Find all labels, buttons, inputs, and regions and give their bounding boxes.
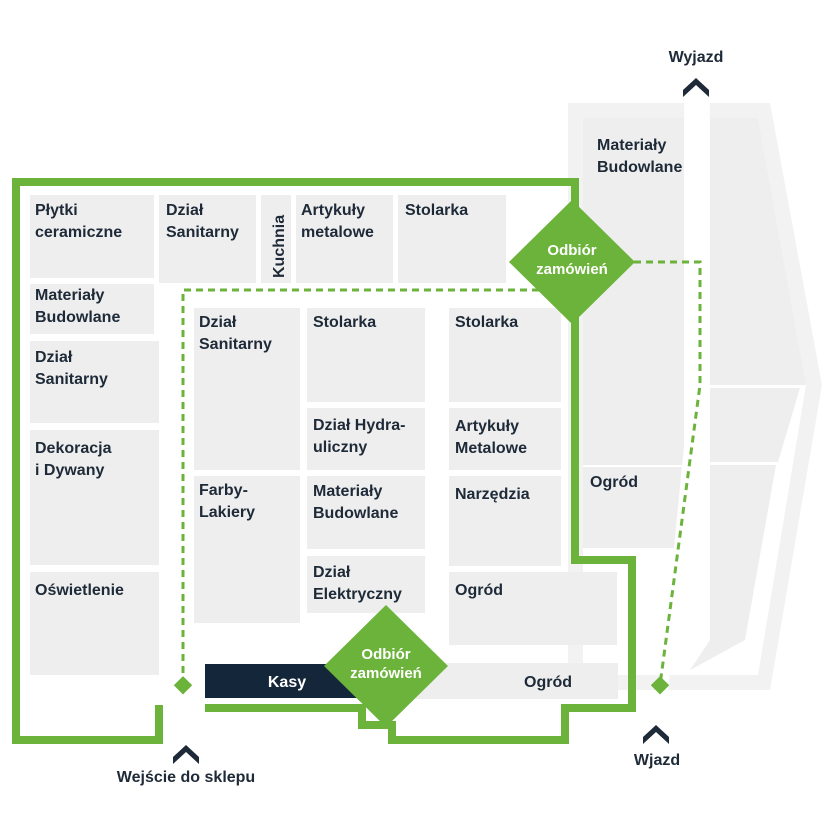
block-sanitary-left	[30, 341, 159, 423]
block-sanitary-mid	[194, 308, 300, 470]
block-sanitary-top	[159, 195, 256, 283]
exit-label: Wyjazd	[669, 49, 724, 66]
dept-garden-yard: Ogród	[590, 474, 638, 491]
customer-path-right	[610, 260, 702, 686]
dept-building-yard-line2: Budowlane	[597, 159, 682, 176]
block-paints	[194, 476, 300, 623]
dept-garden-mid: Ogród	[455, 582, 503, 599]
yard-zone-garden	[583, 467, 684, 548]
dept-tools: Narzędzia	[455, 486, 530, 503]
yard-zone-mid-right	[710, 388, 800, 462]
arrow-up-icon	[643, 725, 669, 744]
path-marker-icon	[650, 676, 670, 695]
checkout-label: Kasy	[268, 674, 306, 691]
dept-joinery-top: Stolarka	[405, 202, 468, 219]
block-kitchen	[261, 195, 291, 283]
dept-hydraulic-line2: uliczny	[313, 439, 367, 456]
path-marker-icon	[173, 676, 193, 695]
dept-metal-top-line2: metalowe	[301, 224, 374, 241]
dept-metal-right-line2: Metalowe	[455, 440, 527, 457]
block-metal-top	[296, 195, 393, 283]
dept-garden-bottom: Ogród	[524, 674, 572, 691]
dept-building-yard-line1: Materiały	[597, 137, 666, 154]
dept-paints-line2: Lakiery	[199, 504, 255, 521]
yard-zone-top-right	[710, 118, 806, 385]
block-decor	[30, 430, 159, 565]
block-hydraulic	[307, 408, 425, 470]
department-blocks	[30, 195, 618, 699]
block-lighting	[30, 572, 159, 675]
dept-building-left-line1: Materiały	[35, 287, 104, 304]
dept-electrical-line2: Elektryczny	[313, 586, 402, 603]
pickup-top-line2: zamówień	[536, 261, 608, 278]
dept-tiles-line2: ceramiczne	[35, 224, 122, 241]
dept-kitchen: Kuchnia	[271, 215, 288, 278]
dept-metal-top-line1: Artykuły	[301, 202, 365, 219]
dept-metal-right-line1: Artykuły	[455, 418, 519, 435]
dept-sanitary-top-line1: Dział	[166, 202, 204, 219]
dept-building-mid-line1: Materiały	[313, 483, 382, 500]
dept-decor-line1: Dekoracja	[35, 440, 112, 457]
dept-building-mid-line2: Budowlane	[313, 505, 398, 522]
dept-paints-line1: Farby-	[199, 482, 248, 499]
dept-sanitary-left-line1: Dział	[35, 349, 73, 366]
block-building-mid	[307, 476, 425, 549]
block-building-left	[30, 284, 154, 334]
arrow-up-icon	[173, 745, 199, 764]
drive-through-yard	[568, 103, 822, 690]
dept-hydraulic-line1: Dział Hydra-	[313, 417, 405, 434]
dept-sanitary-left-line2: Sanitarny	[35, 371, 108, 388]
dept-sanitary-mid-line1: Dział	[199, 314, 237, 331]
block-tools	[449, 476, 561, 566]
dept-joinery-right: Stolarka	[455, 314, 518, 331]
arrow-up-icon	[683, 78, 709, 97]
dept-sanitary-top-line2: Sanitarny	[166, 224, 239, 241]
dept-sanitary-mid-line2: Sanitarny	[199, 336, 272, 353]
dept-tiles-line1: Płytki	[35, 202, 78, 219]
block-joinery-top	[398, 195, 506, 283]
dept-building-left-line2: Budowlane	[35, 309, 120, 326]
pickup-bottom-line2: zamówień	[350, 665, 422, 682]
pickup-diamond-icon	[324, 605, 448, 727]
yard-zone-building	[583, 118, 684, 465]
dept-joinery-mid: Stolarka	[313, 314, 376, 331]
block-joinery-right	[449, 308, 561, 402]
pickup-diamond-icon	[509, 200, 635, 324]
block-metal-right	[449, 408, 561, 470]
block-electrical	[307, 556, 425, 613]
block-tiles	[30, 195, 154, 278]
store-entrance-label: Wejście do sklepu	[117, 769, 255, 786]
yard-zone-bottom-right	[690, 465, 776, 670]
dept-lighting: Oświetlenie	[35, 582, 124, 599]
pickup-bottom-line1: Odbiór	[361, 646, 410, 663]
block-garden-mid	[449, 572, 617, 645]
dept-electrical-line1: Dział	[313, 564, 351, 581]
pickup-top-line1: Odbiór	[547, 242, 596, 259]
car-entrance-label: Wjazd	[634, 752, 680, 769]
block-joinery-mid	[307, 308, 425, 402]
dept-decor-line2: i Dywany	[35, 462, 104, 479]
store-outer-wall	[12, 178, 636, 744]
